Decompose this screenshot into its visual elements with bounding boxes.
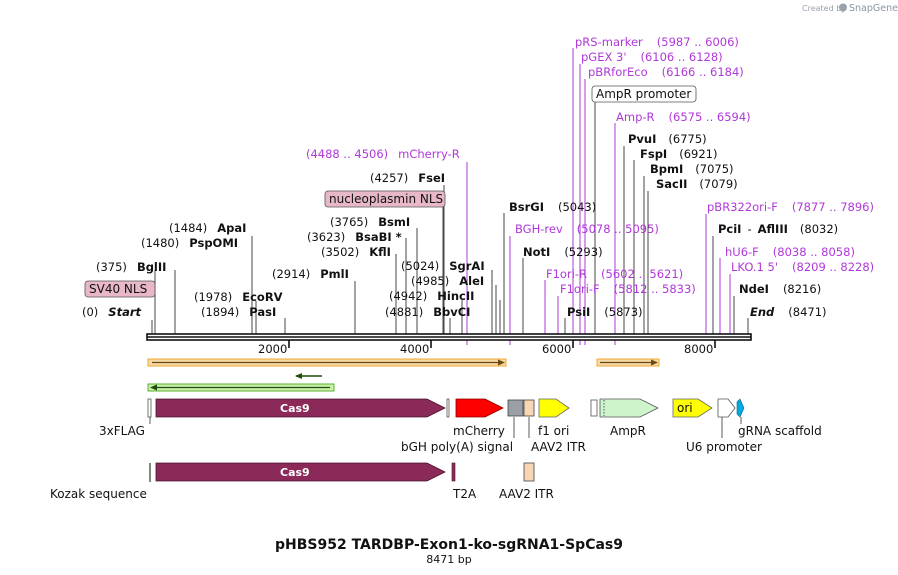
u6-promoter-feature[interactable] bbox=[717, 398, 736, 418]
pbrforeco-primer-label[interactable]: pBRforEco(6166 .. 6184) bbox=[588, 65, 744, 79]
site-labels-right[interactable]: pRS-marker(5987 .. 6006) pGEX 3'(6106 ..… bbox=[509, 35, 874, 319]
pcii-afliii-site-label[interactable]: PciI-AflIII(8032) bbox=[718, 222, 838, 236]
ndei-site-label[interactable]: NdeI(8216) bbox=[739, 282, 821, 296]
bsrgi-site-label[interactable]: BsrGI(5043) bbox=[509, 200, 596, 214]
kozak-sequence-label: Kozak sequence bbox=[50, 487, 147, 501]
ampr-promoter-box[interactable]: AmpR promoter bbox=[591, 85, 697, 103]
watermark-app: SnapGene bbox=[849, 3, 898, 14]
aav2-itr-label: AAV2 ITR bbox=[531, 440, 586, 454]
cas9-feature-row2-label: Cas9 bbox=[280, 466, 310, 479]
aav2-itr-label-row2: AAV2 ITR bbox=[499, 487, 554, 501]
end-site-label[interactable]: End(8471) bbox=[750, 305, 827, 319]
pvui-site-label[interactable]: PvuI(6775) bbox=[628, 132, 707, 146]
f1ori-r-primer-label[interactable]: F1ori-R(5602 .. 5621) bbox=[546, 267, 683, 281]
t2a-label: T2A bbox=[452, 487, 477, 501]
plasmid-length: 8471 bp bbox=[426, 553, 471, 566]
primer-lines bbox=[466, 48, 731, 345]
pgex3-primer-label[interactable]: pGEX 3'(6106 .. 6128) bbox=[581, 50, 723, 64]
aav2-itr-feature-row2[interactable] bbox=[523, 462, 535, 482]
sv40-nls-box[interactable]: SV40 NLS bbox=[84, 280, 156, 298]
f1ori-f-primer-label[interactable]: F1ori-F(5812 .. 5833) bbox=[560, 282, 696, 296]
psii-site-label[interactable]: PsiI(5873) bbox=[567, 305, 643, 319]
bsabi-site-label[interactable]: (3623)BsaBI * bbox=[307, 230, 402, 244]
snapgene-watermark: Created by SnapGene bbox=[802, 3, 898, 14]
bpmi-site-label[interactable]: BpmI(7075) bbox=[650, 162, 734, 176]
lko1-5-primer-label[interactable]: LKO.1 5'(8209 .. 8228) bbox=[731, 260, 874, 274]
mcherry-label: mCherry bbox=[453, 424, 505, 438]
ruler-tick: 6000 bbox=[542, 342, 571, 356]
sv40-nls-label: SV40 NLS bbox=[89, 282, 147, 296]
orf-bar-reverse[interactable] bbox=[147, 383, 335, 392]
backbone bbox=[146, 333, 752, 341]
nucleoplasmin-nls-box[interactable]: nucleoplasmin NLS bbox=[324, 190, 446, 208]
feature-row-1-connectors bbox=[149, 417, 742, 438]
ruler-tick: 4000 bbox=[400, 342, 429, 356]
orf-bar-forward-right[interactable] bbox=[596, 358, 660, 367]
three-xflag-feature[interactable] bbox=[147, 398, 152, 418]
site-labels-left[interactable]: (0)Start SV40 NLS (375)BglII (1484)ApaI … bbox=[82, 147, 485, 319]
grna-scaffold-feature[interactable] bbox=[736, 398, 745, 418]
hincii-site-label[interactable]: (4942)HincII bbox=[389, 289, 474, 303]
sv40-nls-feature[interactable] bbox=[446, 398, 450, 418]
snapgene-logo-icon bbox=[839, 3, 847, 12]
ruler-tick: 8000 bbox=[684, 342, 713, 356]
ampr-feature[interactable] bbox=[599, 398, 659, 418]
feature-row-1-labels: 3xFLAG mCherry bGH poly(A) signal f1 ori… bbox=[99, 424, 822, 454]
orf-bar-reverse-small[interactable] bbox=[295, 373, 322, 379]
mcherry-r-primer-label[interactable]: (4488 .. 4506)mCherry-R bbox=[306, 147, 460, 161]
pspomi-site-label[interactable]: (1480)PspOMI bbox=[141, 236, 238, 250]
fsei-site-label[interactable]: (4257)FseI bbox=[370, 171, 445, 185]
feature-row-2[interactable]: Cas9 bbox=[149, 462, 535, 482]
bbvci-site-label[interactable]: (4881)BbvCI bbox=[385, 305, 470, 319]
ori-feature[interactable] bbox=[672, 398, 713, 418]
pbr322ori-f-primer-label[interactable]: pBR322ori-F(7877 .. 7896) bbox=[707, 200, 874, 214]
start-site-label[interactable]: (0)Start bbox=[82, 305, 142, 319]
ruler-tick: 2000 bbox=[258, 342, 287, 356]
feature-row-2-labels: Kozak sequence T2A AAV2 ITR bbox=[50, 487, 554, 501]
fspi-site-label[interactable]: FspI(6921) bbox=[640, 147, 717, 161]
ampr-label: AmpR bbox=[610, 424, 646, 438]
sacii-site-label[interactable]: SacII(7079) bbox=[656, 177, 738, 191]
cas9-feature[interactable] bbox=[155, 398, 446, 418]
noti-site-label[interactable]: NotI(5293) bbox=[523, 245, 603, 259]
nucleoplasmin-nls-label: nucleoplasmin NLS bbox=[329, 192, 443, 206]
plasmid-title: pHBS952 TARDBP-Exon1-ko-sgRNA1-SpCas9 bbox=[275, 537, 623, 553]
t2a-feature[interactable] bbox=[451, 462, 456, 482]
orf-tracks bbox=[147, 358, 660, 392]
bgh-rev-primer-label[interactable]: BGH-rev(5078 .. 5095) bbox=[515, 222, 659, 236]
u6-promoter-label: U6 promoter bbox=[686, 440, 762, 454]
cas9-feature-label: Cas9 bbox=[280, 402, 310, 415]
kfli-site-label[interactable]: (3502)KflI bbox=[321, 245, 391, 259]
pmli-site-label[interactable]: (2914)PmlI bbox=[272, 267, 349, 281]
prs-marker-primer-label[interactable]: pRS-marker(5987 .. 6006) bbox=[575, 35, 739, 49]
mcherry-feature[interactable] bbox=[455, 398, 504, 418]
ampr-promoter-feature[interactable] bbox=[590, 399, 598, 417]
alei-site-label[interactable]: (4985)AleI bbox=[411, 274, 484, 288]
grna-scaffold-label: gRNA scaffold bbox=[738, 424, 822, 438]
site-lines bbox=[151, 100, 749, 336]
pasi-site-label[interactable]: (1894)PasI bbox=[201, 305, 276, 319]
f1-ori-feature[interactable] bbox=[538, 398, 570, 418]
bsmi-site-label[interactable]: (3765)BsmI bbox=[330, 215, 410, 229]
watermark-created-by: Created by bbox=[802, 4, 846, 13]
f1-ori-label: f1 ori bbox=[538, 424, 569, 438]
apai-site-label[interactable]: (1484)ApaI bbox=[169, 221, 246, 235]
cas9-feature-row2[interactable] bbox=[155, 462, 446, 482]
sgrai-site-label[interactable]: (5024)SgrAI bbox=[401, 259, 485, 273]
bgh-polya-feature[interactable] bbox=[507, 399, 524, 417]
hu6-f-primer-label[interactable]: hU6-F(8038 .. 8058) bbox=[725, 245, 855, 259]
amp-r-primer-label[interactable]: Amp-R(6575 .. 6594) bbox=[616, 110, 751, 124]
ori-feature-label: ori bbox=[677, 401, 693, 415]
ecorv-site-label[interactable]: (1978)EcoRV bbox=[194, 290, 283, 304]
ampr-promoter-label: AmpR promoter bbox=[596, 87, 691, 101]
orf-bar-forward[interactable] bbox=[147, 358, 507, 367]
bglii-site-label[interactable]: (375)BglII bbox=[96, 260, 166, 274]
three-xflag-label: 3xFLAG bbox=[99, 424, 145, 438]
bgh-polya-label: bGH poly(A) signal bbox=[401, 440, 513, 454]
feature-row-1[interactable]: Cas9 ori bbox=[147, 398, 745, 418]
aav2-itr-feature[interactable] bbox=[523, 399, 535, 417]
ruler: 2000 4000 6000 8000 bbox=[258, 340, 716, 356]
